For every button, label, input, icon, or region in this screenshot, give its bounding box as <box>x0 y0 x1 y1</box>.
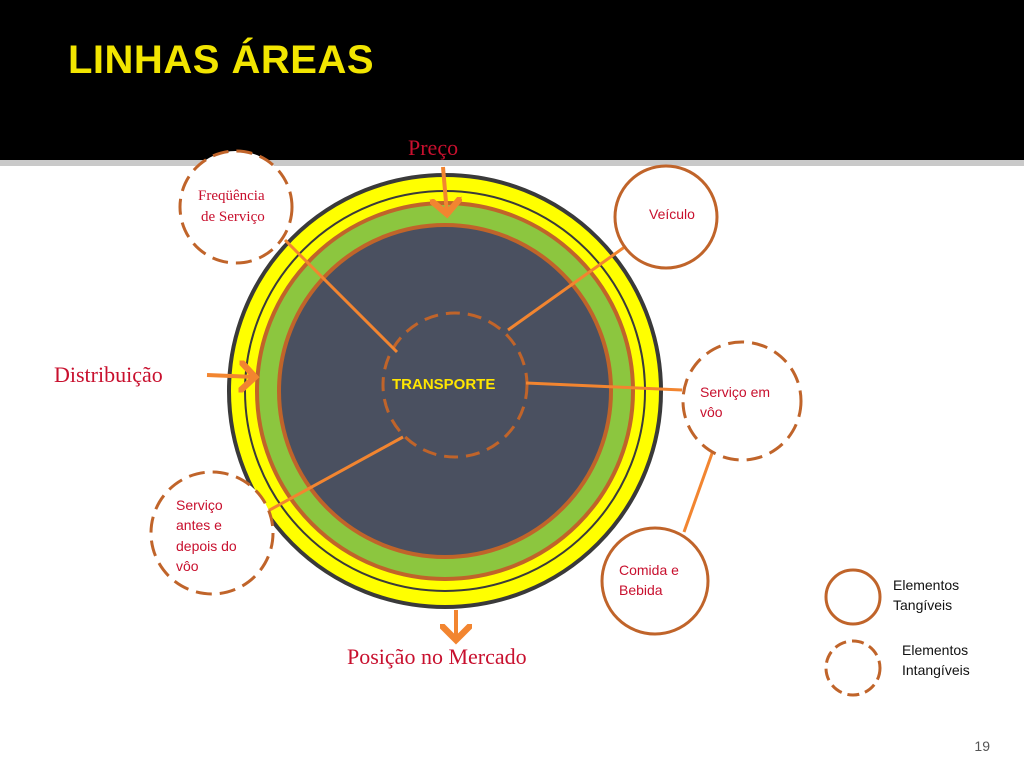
legend-tangible-line2: Tangíveis <box>893 597 953 613</box>
inflight-label-line2: vôo <box>700 404 723 420</box>
slide-title: LINHAS ÁREAS <box>68 38 375 82</box>
legend-intangible-circle <box>824 639 882 697</box>
legend-intangible-line1: Elementos <box>902 642 969 658</box>
food-label-line2: Bebida <box>619 582 663 598</box>
page-number: 19 <box>974 738 990 754</box>
inflight-label-line1: Serviço em <box>700 384 771 400</box>
core-label: TRANSPORTE <box>392 376 496 393</box>
frequency-label-line1: Freqüência <box>198 188 265 204</box>
vehicle-circle <box>613 164 719 270</box>
before-after-label-line4: vôo <box>176 558 199 574</box>
connector-vehicle <box>507 244 627 332</box>
legend-intangible-line2: Intangíveis <box>902 662 970 678</box>
vehicle-label: Veículo <box>649 206 695 222</box>
core-circle <box>277 223 613 559</box>
food-circle <box>600 526 710 636</box>
arrow-distribution <box>206 375 255 377</box>
legend-tangible-line1: Elementos <box>893 577 960 593</box>
legend-tangible-circle <box>824 568 882 626</box>
distribution-label: Distribuição <box>54 362 163 387</box>
inflight-circle <box>681 340 803 462</box>
frequency-circle <box>178 149 294 265</box>
food-label-line1: Comida e <box>619 562 679 578</box>
before-after-label-line3: depois do <box>176 538 237 554</box>
connector-frequency <box>283 238 399 354</box>
before-after-label-line2: antes e <box>176 517 222 533</box>
frequency-label-line2: de Serviço <box>201 209 265 225</box>
before-after-label-line1: Serviço <box>176 497 223 513</box>
transport-circle <box>381 311 529 459</box>
connector-inflight <box>525 381 683 392</box>
connector-food <box>682 444 717 533</box>
price-label: Preço <box>408 135 459 160</box>
market-position-label: Posição no Mercado <box>347 644 527 669</box>
connector-before-after <box>265 435 404 514</box>
header-divider <box>0 160 1024 166</box>
slide-header <box>0 0 1024 160</box>
arrow-price <box>443 166 447 214</box>
before-after-circle <box>149 470 275 596</box>
